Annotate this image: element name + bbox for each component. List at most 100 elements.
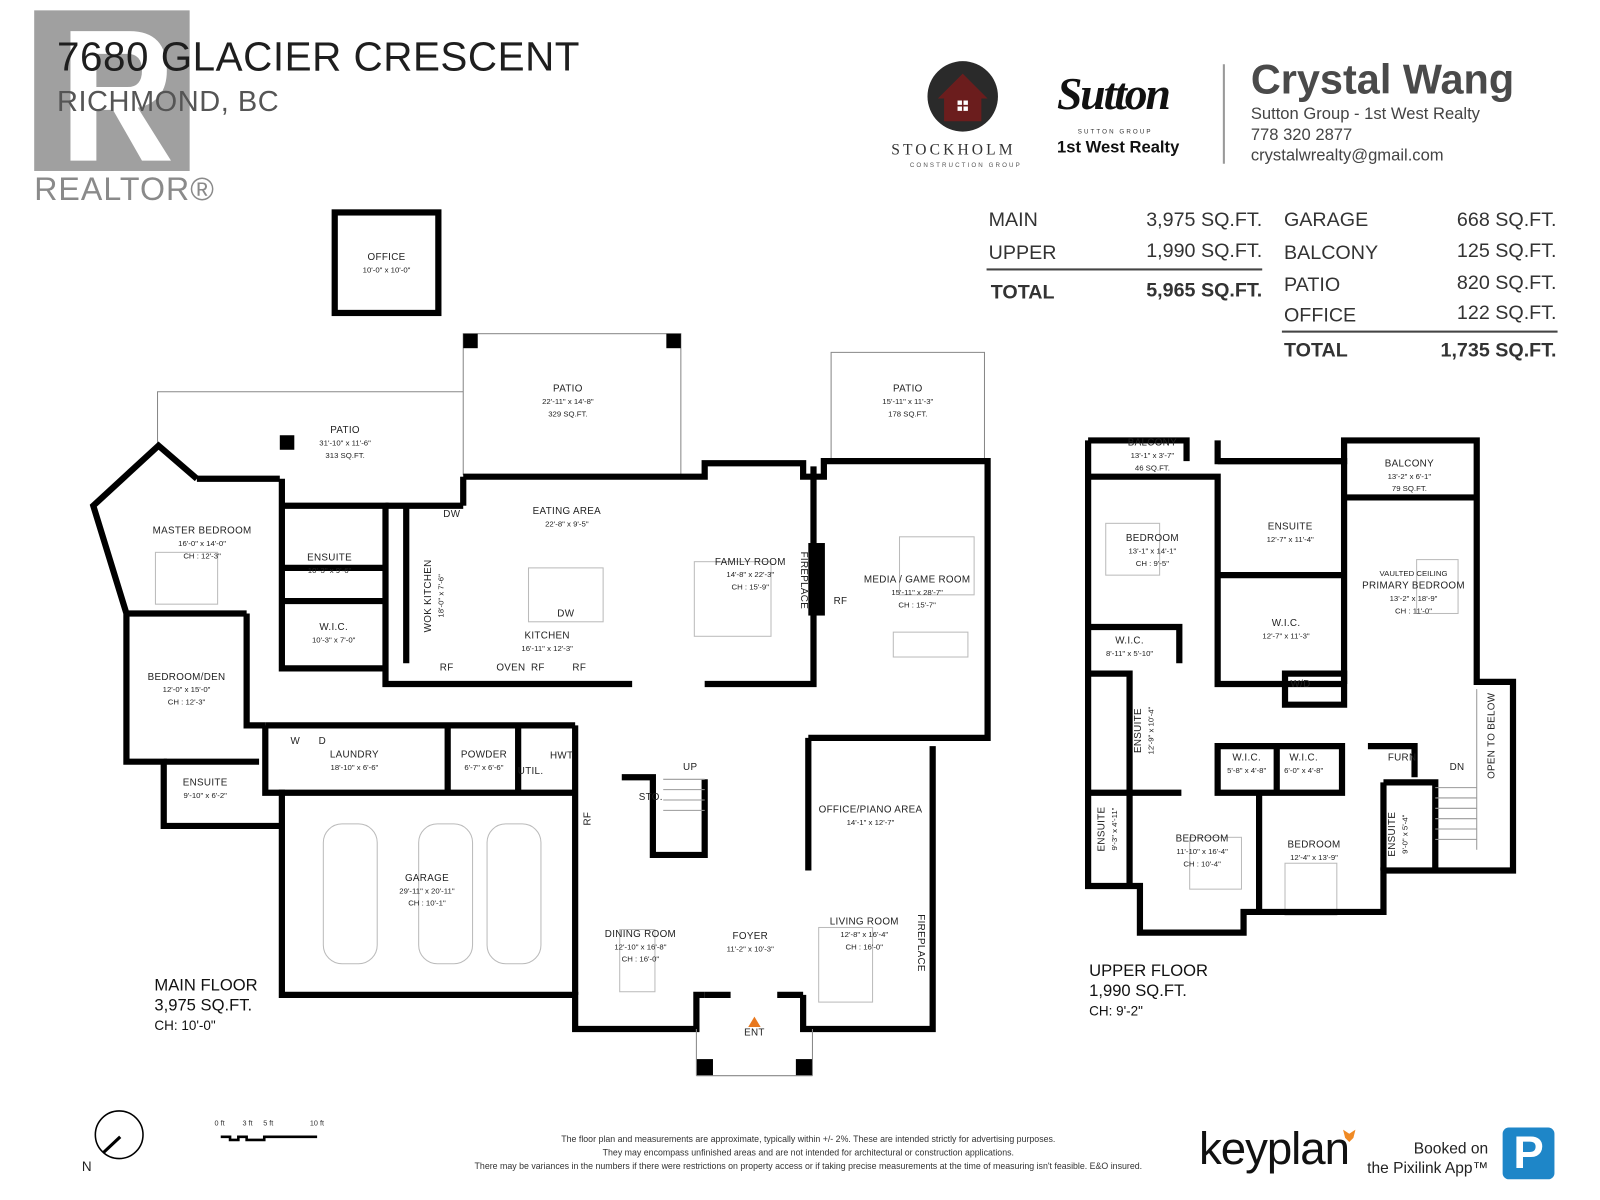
room-dimensions: 29'-11" x 20'-11"	[399, 886, 455, 896]
main-room-label: DW	[443, 509, 460, 521]
room-extra: 313 SQ.FT.	[325, 450, 365, 461]
room-name: ENSUITE	[1096, 806, 1108, 852]
room-name: MEDIA / GAME ROOM	[863, 574, 971, 586]
room-dimensions: 13'-1" x 14'-1"	[1128, 546, 1177, 556]
area-label-total: TOTAL	[990, 281, 1055, 304]
room-name: BEDROOM/DEN	[147, 671, 226, 683]
disclaimer-line: There may be variances in the numbers if…	[474, 1160, 1143, 1172]
scale-bar	[220, 1135, 318, 1142]
room-dimensions: 8'-11" x 5'-10"	[1105, 648, 1154, 659]
room-dimensions: 6'-7" x 6'-6"	[464, 762, 504, 773]
pixilink-app-icon: P	[1502, 1127, 1555, 1180]
room-dimensions: 12'-8" x 16'-4"	[840, 929, 889, 939]
room-name: DN	[1449, 761, 1465, 774]
room-name: ENSUITE	[1132, 708, 1145, 754]
agent-email[interactable]: crystalwrealty@gmail.com	[1250, 147, 1444, 165]
agent-brokerage: Sutton Group - 1st West Realty	[1250, 105, 1480, 124]
area-label-garage: GARAGE	[1283, 209, 1369, 232]
room-dimensions: 11'-2" x 10'-3"	[726, 944, 774, 954]
upper-room-label: W.I.C.12'-7" x 11'-3"	[1262, 618, 1309, 643]
room-extra: 178 SQ.FT.	[888, 409, 928, 419]
area-value-total: 5,965 SQ.FT.	[1146, 279, 1263, 302]
room-extra: CH : 12'-3"	[167, 697, 206, 707]
entrance-marker-icon	[748, 1016, 761, 1027]
stairs-icon	[663, 689, 1478, 850]
upper-room-label: W.I.C.8'-11" x 5'-10"	[1106, 635, 1153, 660]
room-dimensions: 12'-0" x 15'-0"	[162, 684, 211, 695]
room-name: OPEN TO BELOW	[1486, 692, 1498, 779]
realtor-logo-text: REALTOR®	[34, 170, 215, 208]
realtor-r-icon	[70, 31, 171, 161]
main-room-label: FIREPLACE	[914, 914, 926, 972]
stockholm-logo-subtext: CONSTRUCTION GROUP	[909, 162, 1022, 169]
room-dimensions: 18'-10" x 6'-6"	[330, 762, 379, 773]
disclaimer: The floor plan and measurements are appr…	[435, 1133, 1181, 1173]
room-dimensions: 13'-2" x 18'-9"	[1389, 593, 1438, 604]
area-value-office: 122 SQ.FT.	[1456, 302, 1557, 325]
room-name: FAMILY ROOM	[714, 556, 786, 568]
room-dimensions: 12'-7" x 11'-3"	[1262, 631, 1310, 641]
room-name: FOYER	[732, 930, 769, 942]
booked-line-2: the Pixilink App™	[1367, 1159, 1489, 1178]
main-room-label: STO.	[639, 792, 663, 804]
main-floor-walls	[89, 209, 991, 1033]
room-name: DW	[443, 508, 461, 521]
area-value-main: 3,975 SQ.FT.	[1146, 209, 1263, 232]
main-room-label: D	[319, 736, 326, 748]
room-name: STO.	[638, 791, 663, 804]
agent-name: Crystal Wang	[1250, 56, 1515, 103]
main-room-label: DW	[557, 608, 574, 620]
upper-room-label: DN	[1450, 762, 1465, 774]
room-extra: 329 SQ.FT.	[548, 409, 588, 419]
north-label: N	[81, 1158, 92, 1175]
room-name: W.I.C.	[1271, 617, 1301, 630]
room-dimensions: 12'-10" x 16'-8"	[614, 941, 667, 952]
room-dimensions: 14'-8" x 22'-3"	[726, 569, 775, 580]
room-extra: CH : 10'-4"	[1183, 859, 1221, 869]
agent-phone[interactable]: 778 320 2877	[1250, 126, 1353, 145]
room-name: POWDER	[460, 749, 508, 761]
room-name: HWT	[550, 750, 574, 762]
room-name: LIVING ROOM	[829, 916, 899, 928]
room-extra: CH : 12'-3"	[183, 551, 221, 561]
area-label-upper: UPPER	[988, 242, 1057, 265]
main-room-label: HWT	[550, 750, 573, 762]
main-room-label: W.I.C.10'-3" x 7'-0"	[312, 622, 355, 647]
room-name: ENSUITE	[182, 777, 228, 789]
room-name: UTIL.	[517, 765, 544, 778]
room-name: KITCHEN	[524, 630, 570, 642]
room-dimensions: 9'-3" x 4'-11"	[1109, 807, 1120, 851]
room-name: ENSUITE	[307, 552, 352, 564]
room-extra: CH : 15'-9"	[731, 582, 770, 592]
room-name: BALCONY	[1127, 437, 1177, 449]
room-dimensions: 12'-7" x 11'-4"	[1266, 534, 1314, 545]
pixilink-text: Booked on the Pixilink App™	[1360, 1139, 1489, 1178]
main-room-label: FIREPLACE	[797, 552, 809, 610]
room-dimensions: 12'-4" x 13'-9"	[1290, 852, 1338, 863]
room-dimensions: 10'-3" x 7'-0"	[311, 635, 356, 645]
room-name: DW	[557, 608, 575, 620]
room-dimensions: 5'-8" x 4'-8"	[1227, 765, 1267, 776]
room-dimensions: 18'-0" x 7'-6"	[436, 574, 446, 618]
room-name: W.I.C.	[1232, 752, 1262, 764]
room-name: LAUNDRY	[329, 749, 379, 761]
main-room-label: RF	[572, 662, 586, 674]
property-city: RICHMOND, BC	[56, 84, 280, 118]
area-value-total-2: 1,735 SQ.FT.	[1440, 339, 1557, 362]
room-dimensions: 16'-11" x 12'-3"	[521, 643, 573, 653]
upper-room-label: W.I.C.5'-8" x 4'-8"	[1227, 752, 1266, 777]
columns	[279, 333, 825, 1076]
room-name: BEDROOM	[1125, 532, 1179, 545]
room-dimensions: 12'-9" x 10'-4"	[1146, 706, 1156, 755]
